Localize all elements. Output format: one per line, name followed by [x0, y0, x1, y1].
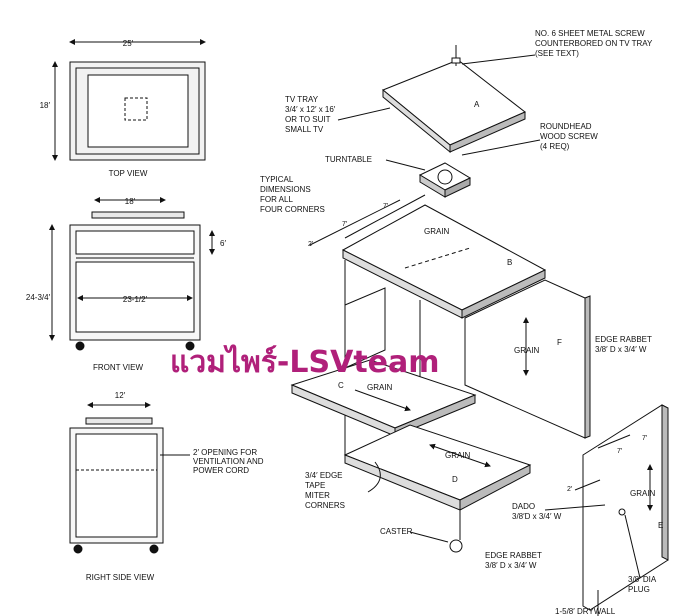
watermark: แวมไพร์-LSVteam — [170, 344, 440, 380]
part-f-label: F — [557, 338, 562, 347]
tv-tray-line-4: SMALL TV — [285, 125, 324, 134]
part-b-label: B — [507, 258, 512, 267]
roundhead-line-2: WOOD SCREW — [540, 132, 598, 141]
front-view — [49, 197, 215, 351]
opening-note-line-1: 2′ OPENING FOR — [193, 448, 257, 457]
dimensions-line-2: DIMENSIONS — [260, 185, 311, 194]
edge-tape-line-1: 3/4′ EDGE — [305, 471, 343, 480]
tv-tray-panel-a — [337, 45, 536, 154]
grain-label-b: GRAIN — [424, 227, 450, 236]
bottom-panel-d — [343, 424, 532, 553]
grain-label-e: GRAIN — [630, 489, 656, 498]
turntable-label: TURNTABLE — [325, 155, 372, 164]
roundhead-line-1: ROUNDHEAD — [540, 122, 592, 131]
edge-tape-line-2: TAPE — [305, 481, 325, 490]
grain-label-c: GRAIN — [367, 383, 393, 392]
cabinet-frame — [344, 260, 421, 455]
drywall-label: 1-5/8′ DRYWALL — [555, 607, 616, 616]
dado-line-1: DADO — [512, 502, 535, 511]
tv-tray-line-3: OR TO SUIT — [285, 115, 331, 124]
drawer-height-label: 6′ — [220, 239, 226, 248]
edge-tape-line-3: MITER — [305, 491, 330, 500]
edge-rabbet-top-line-2: 3/8′ D x 3/4′ W — [595, 345, 647, 354]
top-width-label: 25′ — [123, 39, 134, 48]
dimensions-line-3: FOR ALL — [260, 195, 293, 204]
top-depth-label: 18′ — [40, 101, 51, 110]
caster-label: CASTER — [380, 527, 413, 536]
side-top-width-label: 12′ — [115, 391, 126, 400]
side-panel-f — [464, 279, 591, 439]
dim-2-a: 2′ — [308, 241, 314, 248]
side-view — [69, 402, 190, 554]
front-view-title: FRONT VIEW — [93, 363, 144, 372]
grain-label-f: GRAIN — [514, 346, 540, 355]
plug-line-2: PLUG — [628, 585, 650, 594]
dim-7-c: 7′ — [617, 448, 623, 455]
dim-7-a: 7′ — [342, 221, 348, 228]
dim-2-b: 2′ — [567, 486, 573, 493]
edge-rabbet-bottom-line-1: EDGE RABBET — [485, 551, 542, 560]
part-c-label: C — [338, 381, 344, 390]
edge-tape-line-4: CORNERS — [305, 501, 345, 510]
dim-7-b: 7′ — [383, 203, 389, 210]
panel-e — [544, 404, 669, 616]
opening-note-line-3: POWER CORD — [193, 466, 249, 475]
dado-line-2: 3/8′D x 3/4′ W — [512, 512, 562, 521]
roundhead-line-3: (4 REQ) — [540, 142, 570, 151]
edge-rabbet-bottom-line-2: 3/8′ D x 3/4′ W — [485, 561, 537, 570]
front-inner-width-label: 23-1/2′ — [123, 295, 148, 304]
screw-note-line-2: COUNTERBORED ON TV TRAY — [535, 39, 653, 48]
part-d-label: D — [452, 475, 458, 484]
screw-note-line-3: (SEE TEXT) — [535, 49, 579, 58]
turntable — [385, 139, 541, 198]
dim-7-d: 7′ — [642, 435, 648, 442]
plug-line-1: 3/8′ DIA — [628, 575, 657, 584]
part-e-label: E — [658, 521, 663, 530]
top-view — [52, 39, 206, 161]
top-panel-b — [309, 194, 547, 319]
dimensions-line-4: FOUR CORNERS — [260, 205, 325, 214]
tv-tray-line-2: 3/4′ x 12′ x 16′ — [285, 105, 336, 114]
shelf-panel-c — [290, 359, 477, 437]
dimensions-line-1: TYPICAL — [260, 175, 294, 184]
part-a-label: A — [474, 100, 480, 109]
tv-tray-line-1: TV TRAY — [285, 95, 319, 104]
grain-label-d: GRAIN — [445, 451, 471, 460]
top-view-title: TOP VIEW — [109, 169, 148, 178]
screw-note-line-1: NO. 6 SHEET METAL SCREW — [535, 29, 645, 38]
opening-note-line-2: VENTILATION AND — [193, 457, 264, 466]
front-top-width-label: 18′ — [125, 197, 136, 206]
front-height-label: 24-3/4′ — [26, 293, 51, 302]
edge-rabbet-top-line-1: EDGE RABBET — [595, 335, 652, 344]
side-view-title: RIGHT SIDE VIEW — [86, 573, 155, 582]
